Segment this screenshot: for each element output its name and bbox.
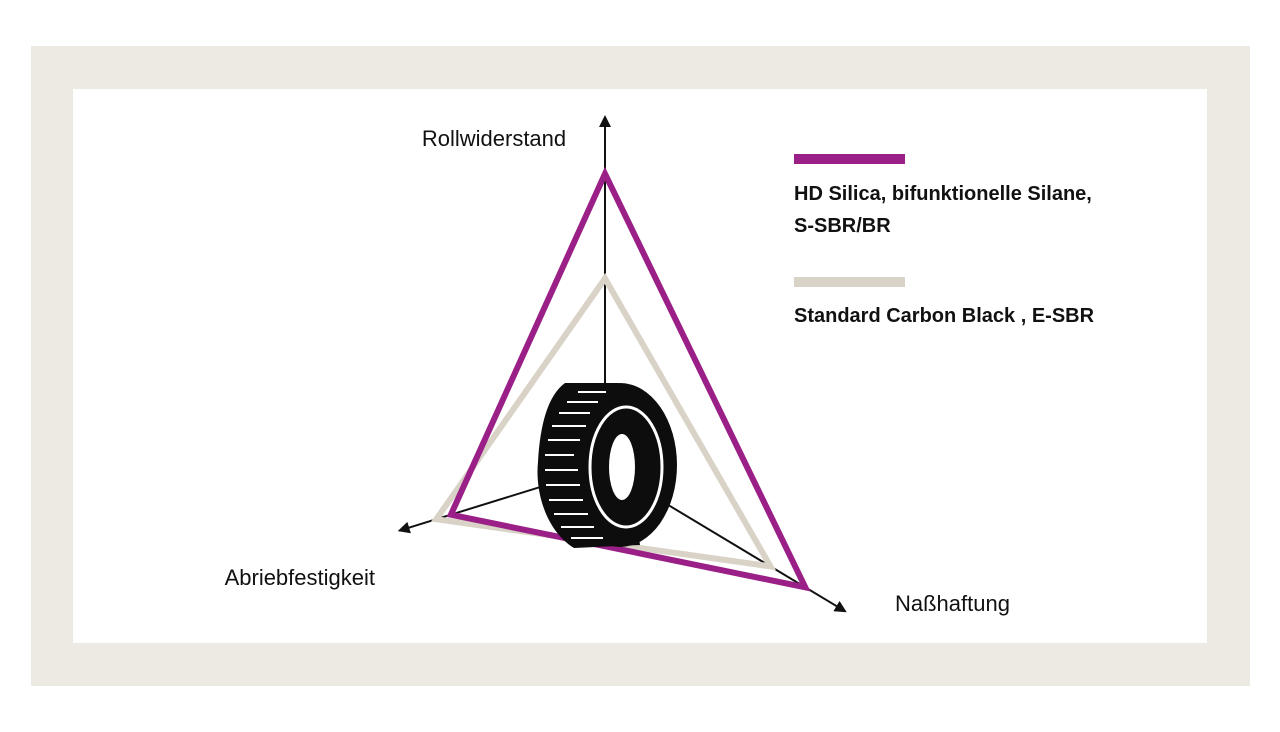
legend-swatch-hd-silica xyxy=(794,154,905,164)
axis-label-abriebfestigkeit: Abriebfestigkeit xyxy=(225,565,375,590)
legend-swatch-standard-carbon-black xyxy=(794,277,905,287)
legend-label-hd-silica-line-2: S-SBR/BR xyxy=(794,215,891,237)
series-polygon-hd-silica xyxy=(446,166,811,592)
legend-label-hd-silica-line-1: HD Silica, bifunktionelle Silane, xyxy=(794,183,1092,205)
axis-label-rollwiderstand: Rollwiderstand xyxy=(422,126,566,151)
legend-label-standard-carbon-black: Standard Carbon Black , E-SBR xyxy=(794,305,1095,327)
tire-icon xyxy=(537,383,677,548)
axis-label-nasshaftung: Naßhaftung xyxy=(895,591,1010,616)
legend: HD Silica, bifunktionelle Silane, S-SBR/… xyxy=(794,154,1095,327)
